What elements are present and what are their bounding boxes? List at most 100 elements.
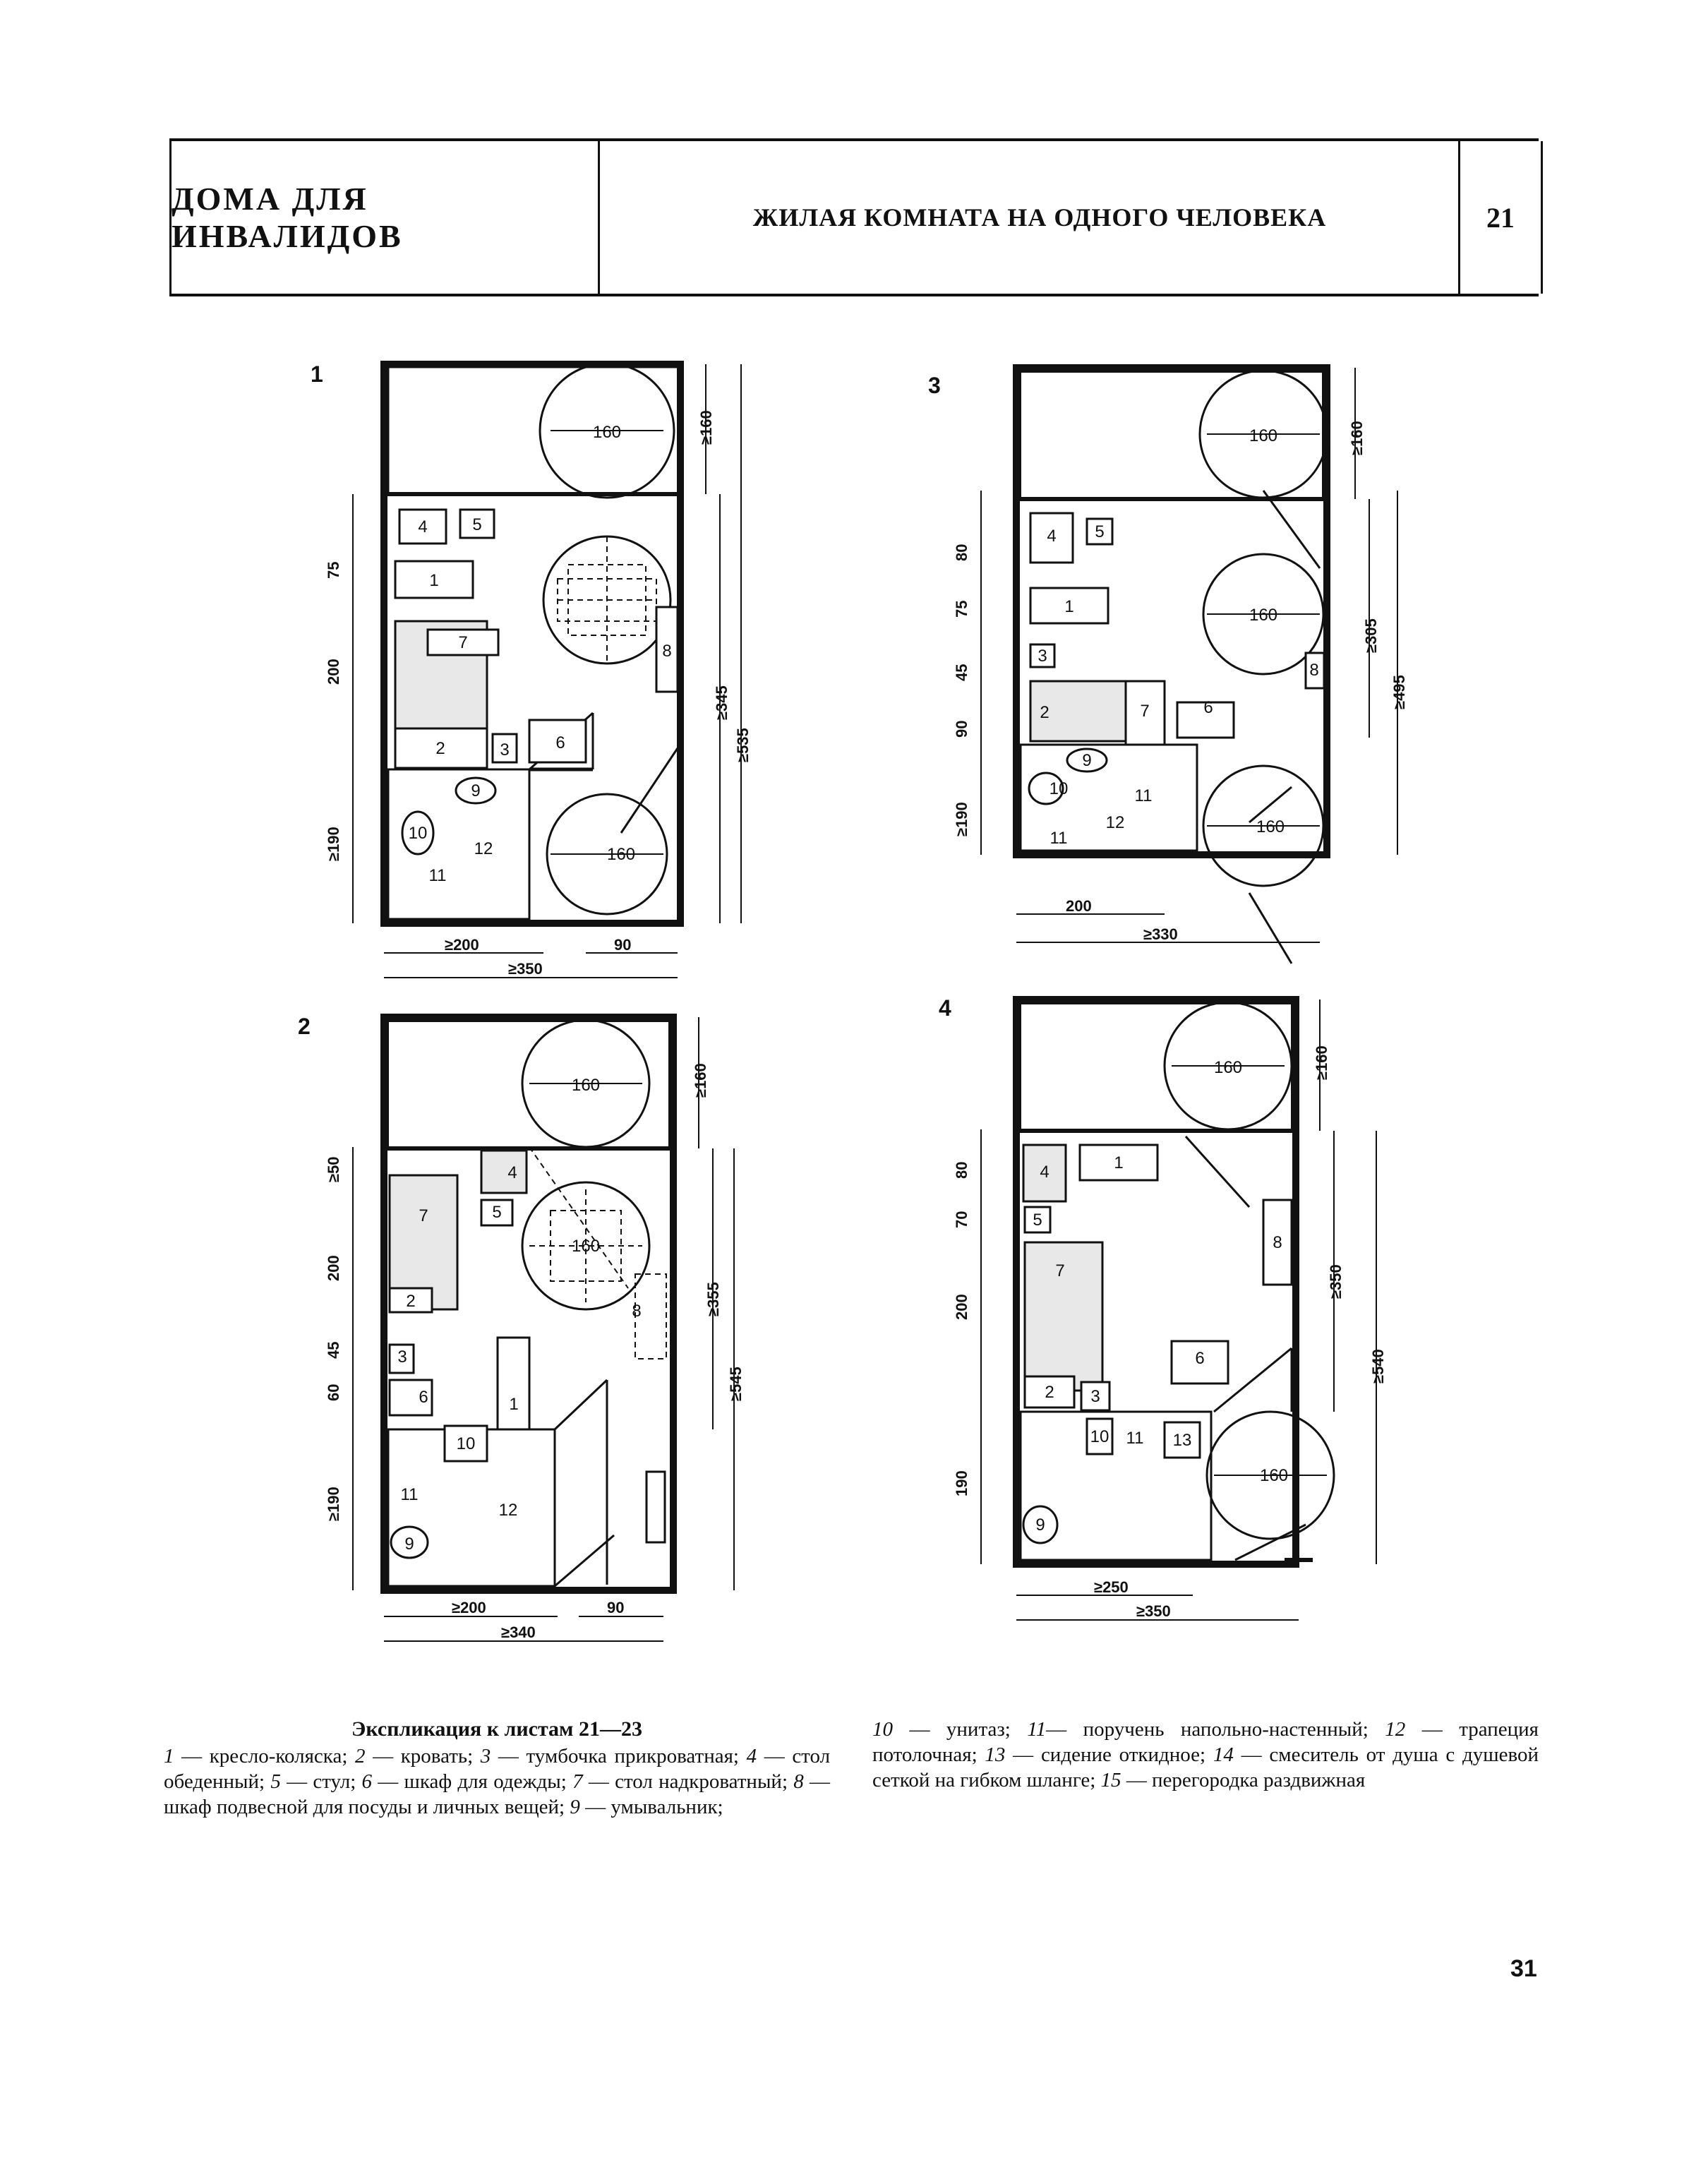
svg-text:2: 2 bbox=[435, 739, 445, 758]
svg-text:7: 7 bbox=[419, 1206, 428, 1225]
svg-text:≥350: ≥350 bbox=[1136, 1602, 1171, 1620]
legend-left-column: Экспликация к листам 21—23 1 — кресло-ко… bbox=[164, 1717, 831, 1818]
svg-text:12: 12 bbox=[474, 839, 493, 858]
svg-text:1: 1 bbox=[1064, 597, 1073, 616]
svg-text:5: 5 bbox=[472, 515, 481, 534]
svg-text:90: 90 bbox=[607, 1599, 624, 1616]
plan-4-number: 4 bbox=[939, 995, 951, 1021]
svg-text:≥200: ≥200 bbox=[452, 1599, 486, 1616]
svg-text:75: 75 bbox=[325, 562, 342, 579]
sheet-number: 21 bbox=[1486, 201, 1515, 234]
svg-text:≥305: ≥305 bbox=[1362, 618, 1380, 653]
svg-text:160: 160 bbox=[572, 1076, 600, 1095]
svg-text:≥160: ≥160 bbox=[1348, 421, 1366, 455]
svg-text:9: 9 bbox=[1082, 751, 1091, 770]
plan-2-number: 2 bbox=[298, 1014, 311, 1039]
svg-text:8: 8 bbox=[632, 1302, 641, 1321]
svg-text:70: 70 bbox=[953, 1211, 970, 1228]
svg-text:6: 6 bbox=[1195, 1349, 1204, 1368]
plan-1-number: 1 bbox=[311, 361, 323, 387]
svg-text:13: 13 bbox=[1173, 1431, 1192, 1450]
svg-text:4: 4 bbox=[507, 1163, 517, 1182]
plan-1-walls bbox=[380, 361, 684, 927]
svg-text:12: 12 bbox=[499, 1501, 518, 1520]
svg-text:2: 2 bbox=[406, 1292, 415, 1311]
plan-1-turn-label-3: 160 bbox=[607, 845, 635, 864]
plan-1-turn-label-1: 160 bbox=[593, 423, 621, 442]
svg-text:4: 4 bbox=[1047, 527, 1056, 546]
svg-text:9: 9 bbox=[404, 1535, 414, 1554]
svg-text:≥160: ≥160 bbox=[692, 1063, 709, 1098]
svg-text:11: 11 bbox=[401, 1485, 419, 1504]
svg-text:1: 1 bbox=[429, 571, 438, 590]
svg-text:≥250: ≥250 bbox=[1094, 1578, 1129, 1596]
svg-text:10: 10 bbox=[409, 824, 428, 843]
svg-text:9: 9 bbox=[1035, 1515, 1045, 1535]
page-number: 31 bbox=[1510, 1955, 1537, 1982]
svg-text:≥535: ≥535 bbox=[734, 728, 752, 762]
header-sheet-cell: 21 bbox=[1458, 141, 1543, 294]
svg-text:≥545: ≥545 bbox=[727, 1367, 745, 1401]
svg-text:7: 7 bbox=[1140, 702, 1149, 721]
svg-text:160: 160 bbox=[1260, 1466, 1288, 1485]
svg-text:160: 160 bbox=[572, 1237, 600, 1256]
svg-text:≥190: ≥190 bbox=[953, 802, 970, 836]
svg-text:6: 6 bbox=[555, 733, 565, 752]
svg-text:160: 160 bbox=[1249, 426, 1277, 445]
section-title: ДОМА ДЛЯ ИНВАЛИДОВ bbox=[172, 181, 403, 254]
plan-3-number: 3 bbox=[928, 373, 941, 398]
header-section-cell: ДОМА ДЛЯ ИНВАЛИДОВ bbox=[169, 141, 600, 294]
legend-title: Экспликация к листам 21—23 bbox=[351, 1717, 642, 1741]
svg-text:11: 11 bbox=[1050, 829, 1068, 848]
svg-text:≥160: ≥160 bbox=[1313, 1045, 1330, 1080]
svg-text:75: 75 bbox=[953, 601, 970, 618]
svg-text:3: 3 bbox=[1090, 1387, 1100, 1406]
svg-text:200: 200 bbox=[325, 659, 342, 685]
svg-text:200: 200 bbox=[1066, 897, 1092, 915]
svg-text:90: 90 bbox=[953, 721, 970, 738]
svg-text:12: 12 bbox=[1106, 813, 1125, 832]
svg-text:4: 4 bbox=[418, 517, 427, 536]
svg-text:200: 200 bbox=[953, 1294, 970, 1320]
svg-text:80: 80 bbox=[953, 1162, 970, 1179]
svg-text:60: 60 bbox=[325, 1384, 342, 1401]
svg-text:3: 3 bbox=[500, 740, 509, 760]
svg-text:8: 8 bbox=[662, 642, 671, 661]
svg-text:≥540: ≥540 bbox=[1369, 1349, 1387, 1383]
svg-text:≥495: ≥495 bbox=[1390, 675, 1408, 709]
svg-text:5: 5 bbox=[492, 1203, 501, 1222]
svg-text:160: 160 bbox=[1214, 1058, 1242, 1077]
svg-text:90: 90 bbox=[614, 936, 631, 954]
svg-text:160: 160 bbox=[1256, 817, 1285, 836]
svg-text:2: 2 bbox=[1045, 1383, 1054, 1402]
svg-text:80: 80 bbox=[953, 544, 970, 561]
svg-text:2: 2 bbox=[1040, 703, 1049, 722]
svg-text:200: 200 bbox=[325, 1255, 342, 1281]
svg-text:190: 190 bbox=[953, 1470, 970, 1496]
svg-text:≥50: ≥50 bbox=[325, 1156, 342, 1182]
svg-text:≥330: ≥330 bbox=[1143, 925, 1178, 943]
legend-right-column: 10 — унитаз; 11— поручень напольно-насте… bbox=[872, 1718, 1539, 1791]
svg-text:4: 4 bbox=[1040, 1163, 1049, 1182]
svg-text:≥345: ≥345 bbox=[713, 685, 730, 720]
svg-text:8: 8 bbox=[1273, 1233, 1282, 1252]
svg-text:≥190: ≥190 bbox=[325, 1487, 342, 1521]
svg-text:≥350: ≥350 bbox=[1327, 1264, 1345, 1299]
svg-text:10: 10 bbox=[457, 1434, 476, 1453]
svg-text:8: 8 bbox=[1309, 661, 1318, 680]
header-title-cell: ЖИЛАЯ КОМНАТА НА ОДНОГО ЧЕЛОВЕКА bbox=[598, 141, 1481, 294]
svg-text:10: 10 bbox=[1050, 779, 1069, 798]
svg-text:45: 45 bbox=[953, 664, 970, 681]
svg-text:6: 6 bbox=[1203, 698, 1213, 717]
svg-text:≥200: ≥200 bbox=[445, 936, 479, 954]
svg-text:11: 11 bbox=[1126, 1429, 1144, 1448]
svg-text:1: 1 bbox=[1114, 1153, 1123, 1172]
